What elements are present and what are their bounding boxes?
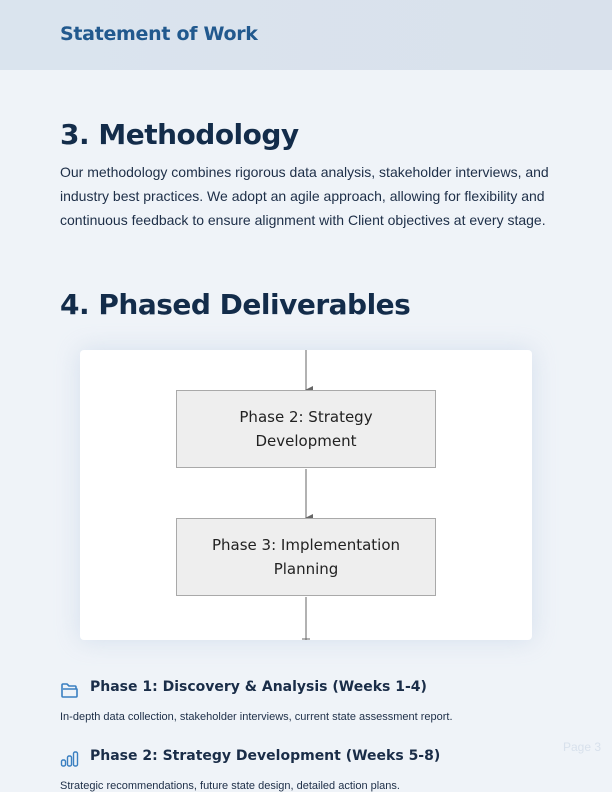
phase-title: Phase 1: Discovery & Analysis (Weeks 1-4… <box>90 679 427 695</box>
deliverables-heading: 4. Phased Deliverables <box>60 288 411 321</box>
methodology-heading: 3. Methodology <box>60 118 299 151</box>
phase-description: In-depth data collection, stakeholder in… <box>60 711 453 723</box>
connector-arrows <box>302 350 313 640</box>
phase-description: Strategic recommendations, future state … <box>60 780 400 792</box>
page-header: Statement of Work <box>0 0 612 70</box>
page-number: Page 3 <box>563 740 602 754</box>
document-title: Statement of Work <box>60 23 258 45</box>
phase-title: Phase 2: Strategy Development (Weeks 5-8… <box>90 748 441 764</box>
bar-chart-icon <box>60 751 79 767</box>
methodology-body: Our methodology combines rigorous data a… <box>60 164 549 228</box>
folder-icon <box>61 683 78 698</box>
